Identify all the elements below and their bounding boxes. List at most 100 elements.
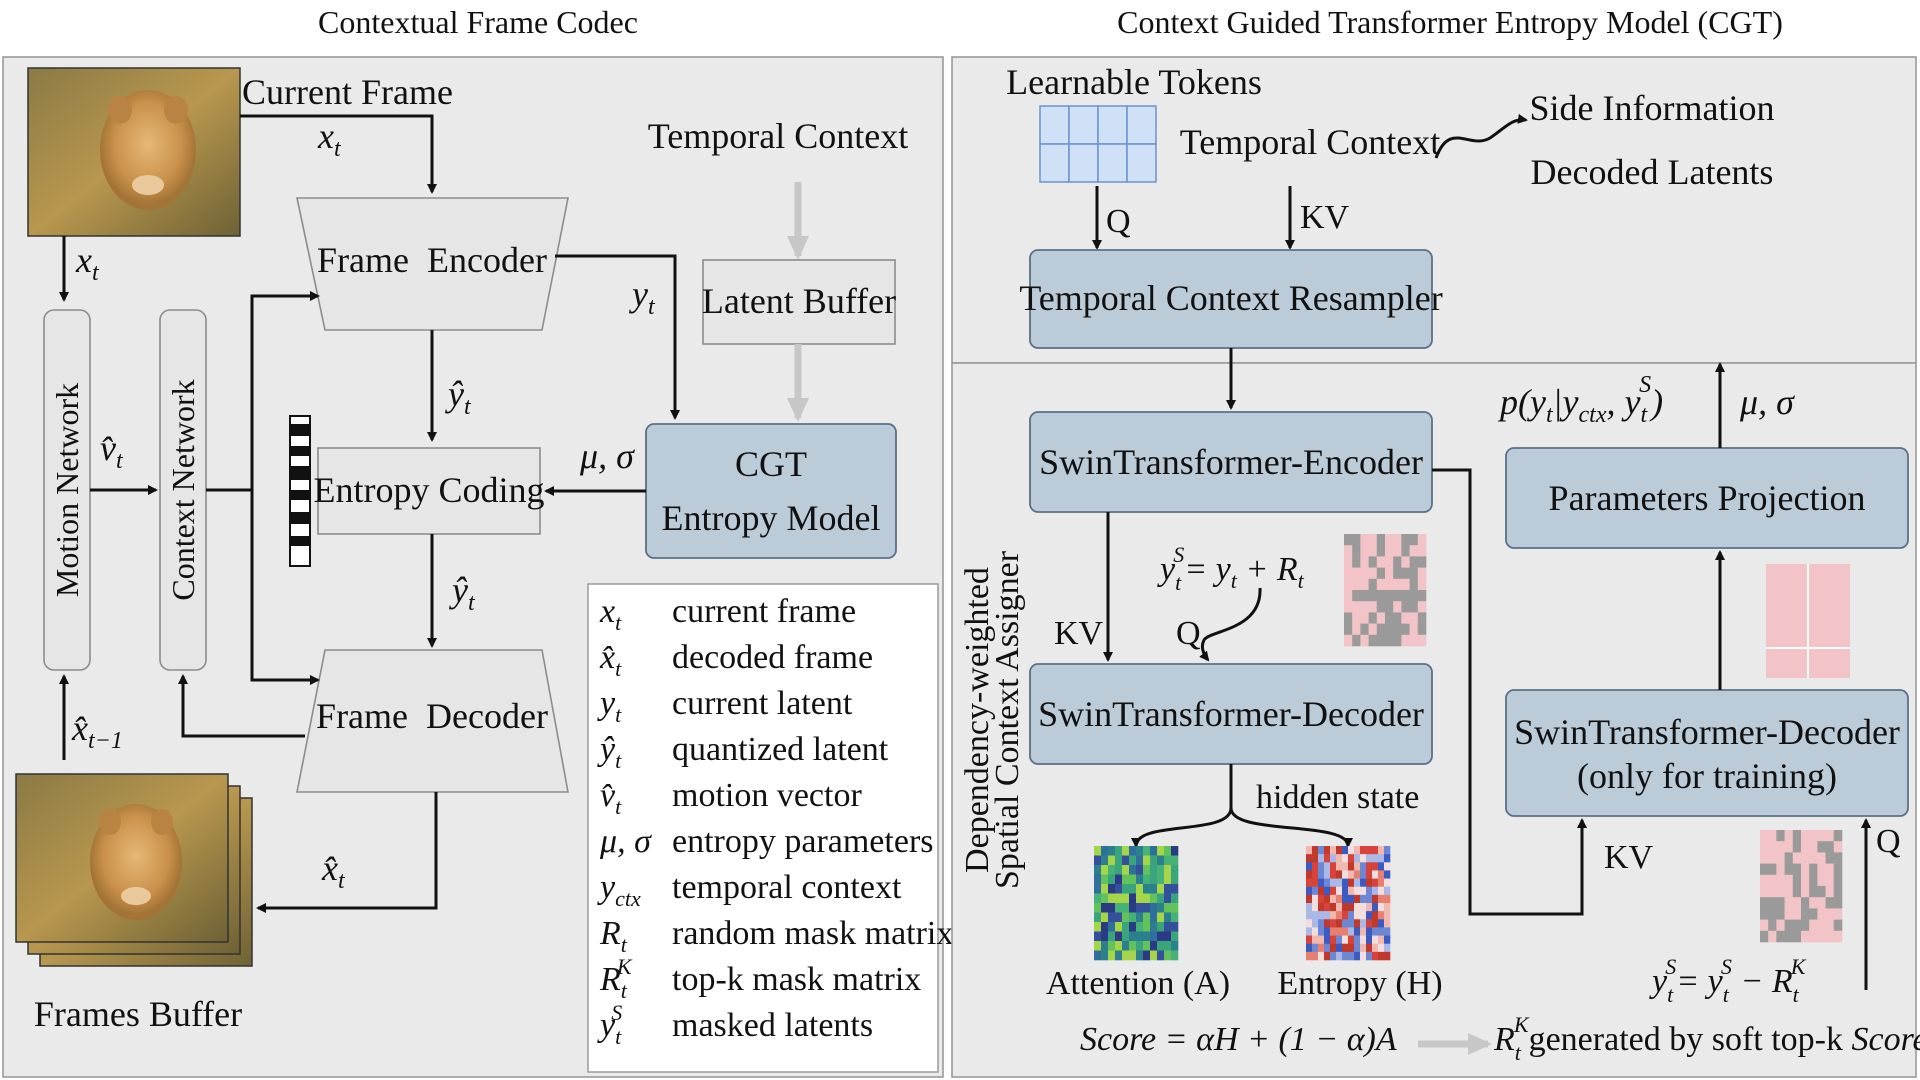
mask-cell <box>1368 567 1378 580</box>
heatmap-cell <box>1360 943 1367 953</box>
heatmap-cell <box>1360 870 1367 879</box>
heatmap-cell <box>1164 884 1172 894</box>
mask-cell <box>1352 534 1361 546</box>
heatmap-cell <box>1366 927 1373 936</box>
arrow-q-to-decoder <box>1199 587 1262 662</box>
heatmap-cell <box>1101 931 1109 942</box>
mask-cell <box>1817 841 1826 853</box>
mask-cell <box>1360 612 1369 624</box>
heatmap-cell <box>1108 893 1116 904</box>
random-mask-matrix <box>1344 534 1427 647</box>
heatmap-cell <box>1136 941 1144 951</box>
heatmap-cell <box>1122 884 1130 894</box>
heatmap-cell <box>1306 854 1313 863</box>
svg-text:xt: xt <box>317 116 342 162</box>
mask-cell <box>1385 567 1394 580</box>
heatmap-cell <box>1157 855 1165 866</box>
heatmap-cell <box>1101 912 1109 923</box>
heatmap-cell <box>1143 855 1151 866</box>
heatmap-cell <box>1136 903 1144 913</box>
heatmap-cell <box>1348 919 1355 928</box>
heatmap-cell <box>1366 935 1373 945</box>
frame-decoder-label: Frame Decoder <box>316 696 548 736</box>
heatmap-cell <box>1336 878 1343 888</box>
heatmap-cell <box>1372 854 1379 863</box>
heatmap-cell <box>1318 943 1325 953</box>
heatmap-cell <box>1378 943 1385 953</box>
heatmap-cell <box>1378 935 1385 945</box>
mask-cell <box>1784 886 1794 898</box>
mask-cell <box>1417 612 1427 624</box>
heatmap-cell <box>1143 874 1151 885</box>
heatmap-cell <box>1342 846 1349 855</box>
heatmap-cell <box>1378 878 1385 888</box>
mask-cell <box>1817 863 1826 876</box>
heatmap-cell <box>1129 874 1137 885</box>
heatmap-cell <box>1336 927 1343 936</box>
mask-cell <box>1344 623 1353 636</box>
mask-cell <box>1401 534 1410 546</box>
ys-update-equation: ytS= ytS − RtK <box>1649 954 1807 1007</box>
heatmap-cell <box>1342 854 1349 863</box>
heatmap-cell <box>1384 846 1391 855</box>
heatmap-cell <box>1360 894 1367 904</box>
mask-cell <box>1792 919 1802 932</box>
mask-cell <box>1801 874 1810 887</box>
heatmap-cell <box>1108 865 1116 875</box>
heatmap-cell <box>1354 854 1361 863</box>
arrow-encoder-to-cgt <box>555 254 680 420</box>
heatmap-cell <box>1157 903 1165 913</box>
heatmap-cell <box>1384 911 1391 920</box>
mask-cell <box>1833 908 1843 920</box>
legend-description: current latent <box>672 685 853 722</box>
hidden-state-label: hidden state <box>1256 779 1419 816</box>
heatmap-cell <box>1143 865 1151 875</box>
heatmap-cell <box>1094 855 1102 866</box>
mask-cell <box>1825 897 1835 909</box>
mask-cell <box>1784 874 1794 887</box>
heatmap-cell <box>1324 854 1331 863</box>
heatmap-cell <box>1094 950 1102 961</box>
mu-sigma-right: μ, σ <box>1739 382 1795 422</box>
mask-cell <box>1825 852 1835 864</box>
mask-cell <box>1385 623 1394 636</box>
mask-cell <box>1352 545 1361 557</box>
temporal-context-label: Temporal Context <box>648 116 908 156</box>
legend-description: masked latents <box>672 1007 873 1044</box>
heatmap-cell <box>1122 912 1130 923</box>
mask-cell <box>1801 863 1810 876</box>
mask-cell <box>1809 830 1818 842</box>
heatmap-cell <box>1129 912 1137 923</box>
heatmap-cell <box>1157 846 1165 856</box>
heatmap-cell <box>1306 911 1313 920</box>
heatmap-cell <box>1342 935 1349 945</box>
heatmap-cell <box>1372 943 1379 953</box>
heatmap-cell <box>1150 941 1158 951</box>
heatmap-cell <box>1330 911 1337 920</box>
kv-label-right: KV <box>1604 839 1654 876</box>
heatmap-cell <box>1348 846 1355 855</box>
latent-buffer-box <box>702 259 896 345</box>
heatmap-cell <box>1384 886 1391 896</box>
side-info-label: Side Information <box>1530 88 1775 128</box>
mask-cell <box>1352 567 1361 580</box>
mask-cell <box>1776 874 1785 887</box>
heatmap-cell <box>1164 874 1172 885</box>
mask-cell <box>1760 897 1769 909</box>
mask-cell <box>1784 908 1794 920</box>
legend-description: temporal context <box>672 869 902 906</box>
mask-cell <box>1368 545 1378 557</box>
entropy-heatmap <box>1306 846 1391 961</box>
heatmap-cell <box>1354 903 1361 912</box>
heatmap-cell <box>1108 941 1116 951</box>
legend-description: entropy parameters <box>672 823 934 860</box>
heatmap-cell <box>1101 865 1109 875</box>
q-label-mid: Q <box>1176 615 1201 652</box>
heatmap-cell <box>1384 935 1391 945</box>
mask-cell <box>1833 852 1843 864</box>
heatmap-cell <box>1354 846 1361 855</box>
heatmap-cell <box>1366 862 1373 871</box>
heatmap-cell <box>1136 865 1144 875</box>
mask-cell <box>1825 863 1835 876</box>
heatmap-cell <box>1143 922 1151 932</box>
